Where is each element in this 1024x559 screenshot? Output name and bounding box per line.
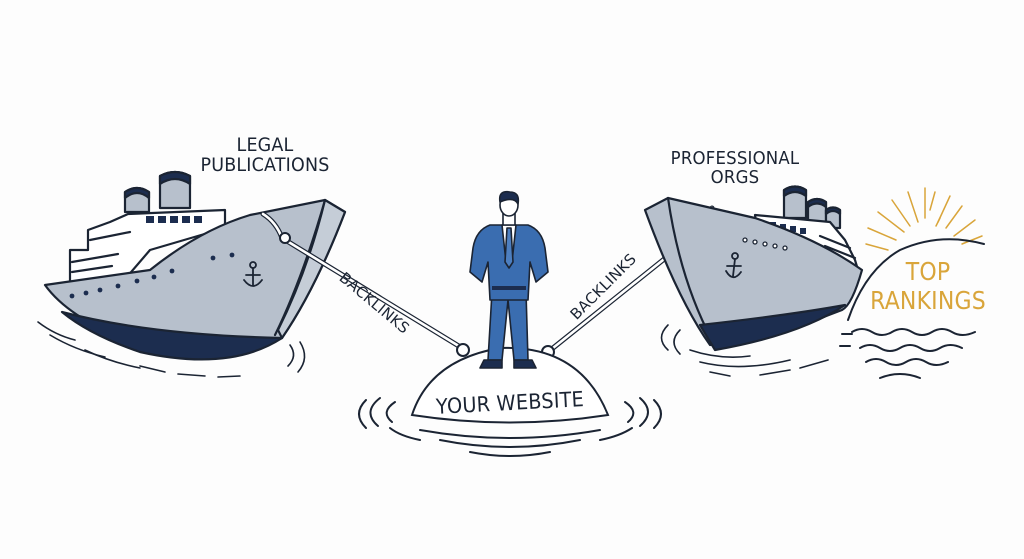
goal-hill	[839, 238, 985, 379]
website-island	[358, 346, 662, 457]
left-ship-label-line1: LEGAL	[236, 134, 294, 156]
goal-label-line2: RANKINGS	[870, 285, 986, 315]
left-ship-label-line2: PUBLICATIONS	[200, 153, 330, 176]
goal-label: TOP RANKINGS	[866, 257, 989, 316]
left-ship-icon	[43, 170, 347, 361]
left-ship-label: LEGAL PUBLICATIONS	[196, 134, 334, 176]
anchor-icon	[725, 252, 742, 279]
right-ship-label: PROFESSIONAL ORGS	[666, 148, 804, 188]
wave-lines	[37, 321, 306, 378]
goal-label-line1: TOP	[905, 257, 951, 286]
right-ship-icon	[643, 185, 864, 352]
businessman-figure	[469, 190, 549, 369]
right-ship-label-line2: ORGS	[710, 166, 760, 188]
right-ship-label-line1: PROFESSIONAL	[670, 148, 800, 169]
anchor-icon	[243, 261, 263, 287]
backlink-rope-left	[260, 211, 470, 357]
wave-lines	[660, 324, 829, 377]
rising-sun-icon	[865, 187, 983, 251]
